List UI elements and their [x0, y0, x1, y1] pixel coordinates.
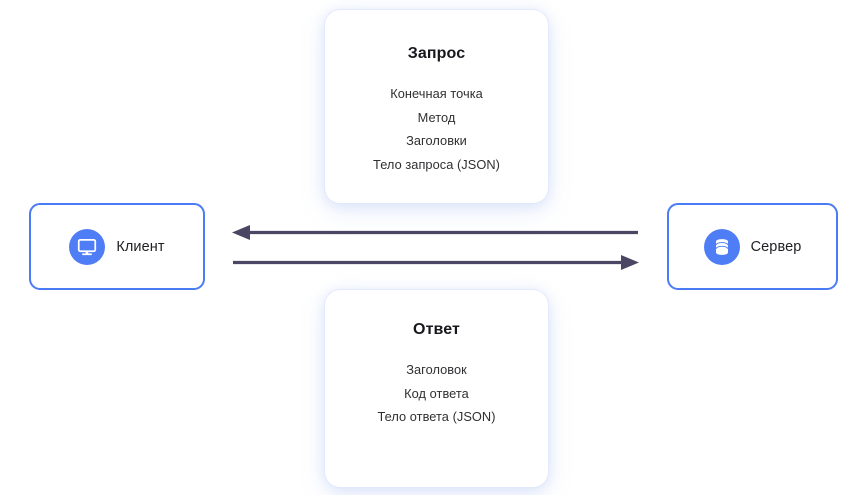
- request-line-endpoint: Конечная точка: [390, 86, 483, 101]
- response-arrow: [232, 225, 638, 240]
- request-arrow: [233, 255, 639, 270]
- response-card: Ответ Заголовок Код ответа Тело ответа (…: [325, 290, 548, 487]
- response-line-header: Заголовок: [406, 362, 467, 377]
- response-card-title: Ответ: [413, 321, 460, 338]
- request-line-body: Тело запроса (JSON): [373, 156, 500, 172]
- server-node-content: Сервер: [703, 228, 802, 265]
- response-card-lines: Заголовок Код ответа Тело ответа (JSON): [325, 358, 548, 429]
- request-line-method: Метод: [417, 109, 456, 125]
- response-line-statuscode: Код ответа: [404, 385, 469, 401]
- client-node-label: Клиент: [116, 238, 165, 255]
- client-node[interactable]: Клиент: [29, 203, 205, 290]
- response-line-body: Тело ответа (JSON): [377, 409, 496, 424]
- monitor-icon: [69, 228, 106, 265]
- server-node[interactable]: Сервер: [667, 203, 838, 290]
- database-icon: [703, 228, 740, 265]
- request-card: Запрос Конечная точка Метод Заголовки Те…: [325, 10, 548, 203]
- server-node-label: Сервер: [750, 238, 802, 255]
- request-card-lines: Конечная точка Метод Заголовки Тело запр…: [325, 82, 548, 176]
- client-node-content: Клиент: [69, 228, 165, 265]
- request-line-headers: Заголовки: [406, 133, 467, 148]
- request-card-title: Запрос: [407, 45, 466, 62]
